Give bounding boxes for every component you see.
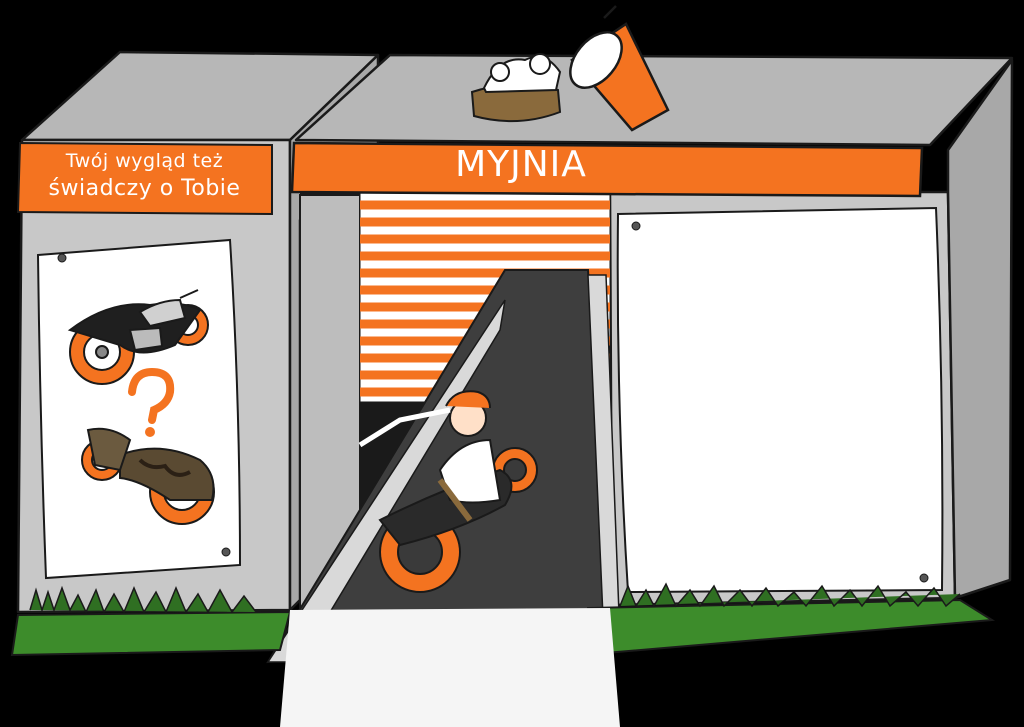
rider-icon xyxy=(358,390,538,593)
motorcycle-icon xyxy=(81,427,215,525)
main-sign-title: MYJNIA xyxy=(455,144,587,185)
right-poster xyxy=(616,206,944,594)
left-poster xyxy=(36,238,242,580)
slogan-line-2: świadczy o Tobie xyxy=(48,176,241,201)
ground xyxy=(280,608,620,727)
right-wall-side xyxy=(946,58,1014,600)
myjnia-sign xyxy=(290,141,924,198)
slogan-sign xyxy=(16,141,273,216)
scrub-brush-icon xyxy=(470,53,562,123)
slogan-line-1: Twój wygląd też xyxy=(65,150,224,172)
motorcycle-icon xyxy=(67,289,209,385)
bucket-icon xyxy=(569,5,670,132)
road xyxy=(266,269,621,664)
question-mark-icon xyxy=(128,367,175,437)
